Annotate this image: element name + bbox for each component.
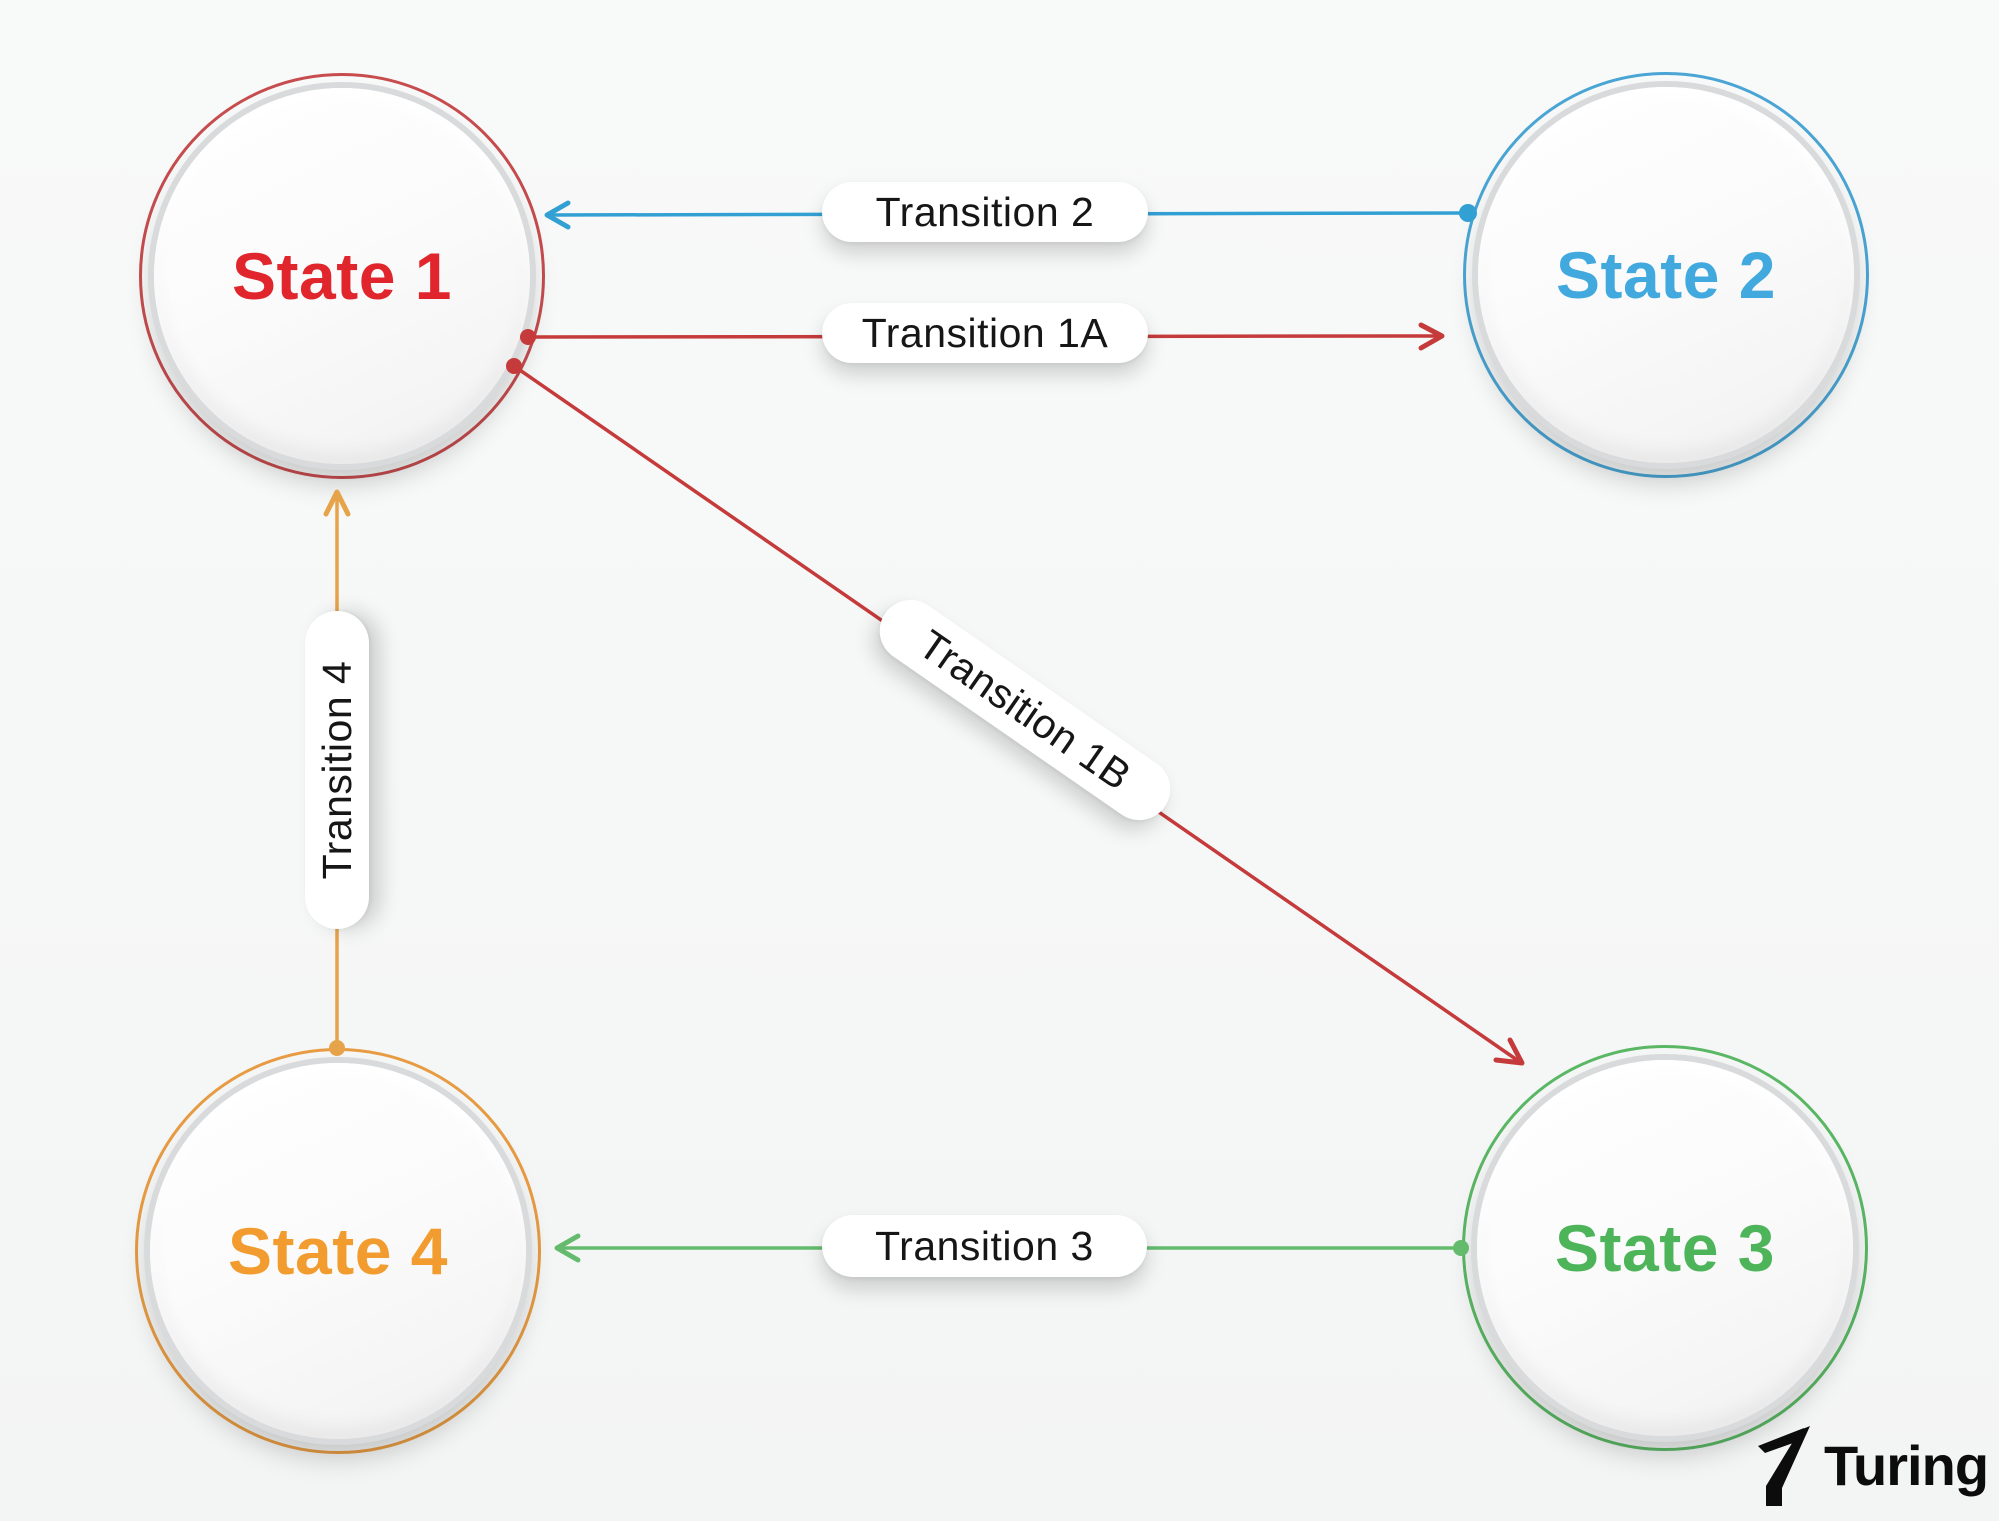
state-node-2: State 2	[1463, 72, 1869, 478]
arrowhead-left-icon	[544, 200, 571, 230]
turing-7-mark-icon	[1758, 1426, 1810, 1506]
state-2-label: State 2	[1556, 238, 1776, 312]
state-node-4: State 4	[135, 1048, 541, 1454]
source-dot	[1459, 204, 1477, 222]
arrowhead-diagonal-icon	[1493, 1037, 1525, 1066]
source-dot	[520, 329, 536, 345]
arrowhead-right-icon	[1418, 322, 1445, 351]
turing-logo-wordmark: Turing	[1824, 1434, 1989, 1497]
state-1-disc	[154, 88, 530, 464]
turing-logo: Turing	[1758, 1426, 1989, 1506]
state-node-3: State 3	[1462, 1045, 1868, 1451]
arrowhead-left-icon	[554, 1233, 581, 1263]
state-3-label: State 3	[1555, 1211, 1775, 1285]
transition-4-label: Transition 4	[305, 611, 369, 929]
source-dot	[506, 358, 522, 374]
state-2-disc	[1478, 87, 1854, 463]
state-1-label: State 1	[232, 239, 452, 313]
transition-1a-label: Transition 1A	[822, 303, 1148, 363]
arrowhead-up-icon	[323, 489, 351, 517]
transition-2-label: Transition 2	[822, 182, 1148, 242]
source-dot	[1453, 1240, 1469, 1256]
source-dot	[329, 1040, 345, 1056]
state-3-disc	[1477, 1060, 1853, 1436]
transition-3-label: Transition 3	[822, 1215, 1147, 1277]
state-4-label: State 4	[228, 1214, 448, 1288]
state-node-1: State 1	[139, 73, 545, 479]
state-4-disc	[150, 1063, 526, 1439]
